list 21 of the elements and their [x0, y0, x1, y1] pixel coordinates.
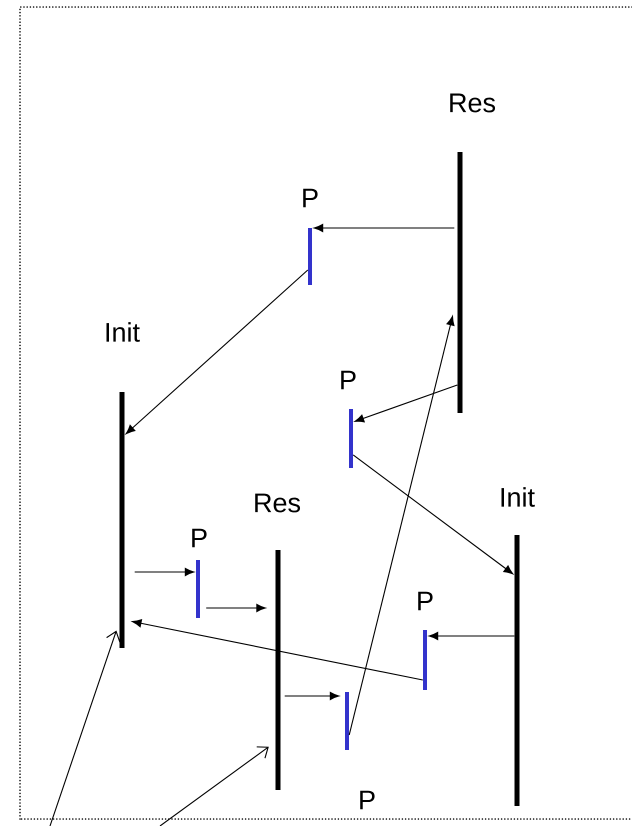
bar-label: P	[192, 528, 207, 548]
bar-label: Init	[502, 487, 535, 507]
arrow	[428, 632, 514, 640]
arrow	[49, 630, 120, 826]
bar-label: P	[418, 592, 433, 610]
arrow	[314, 224, 454, 232]
bar-label: P	[360, 790, 375, 810]
arrow	[284, 692, 340, 700]
arrow	[354, 384, 458, 422]
bar-label: P	[341, 370, 356, 390]
arrow	[160, 746, 269, 826]
bar-label: P	[303, 188, 318, 208]
arrow	[348, 316, 454, 736]
arrow	[126, 270, 308, 434]
bar-label: Init	[106, 322, 140, 342]
arrow	[206, 604, 266, 612]
bar-label: Res	[255, 494, 300, 512]
bar-label: Res	[450, 94, 496, 112]
arrow	[134, 568, 194, 576]
arrow	[132, 619, 423, 681]
arrow	[352, 454, 514, 574]
